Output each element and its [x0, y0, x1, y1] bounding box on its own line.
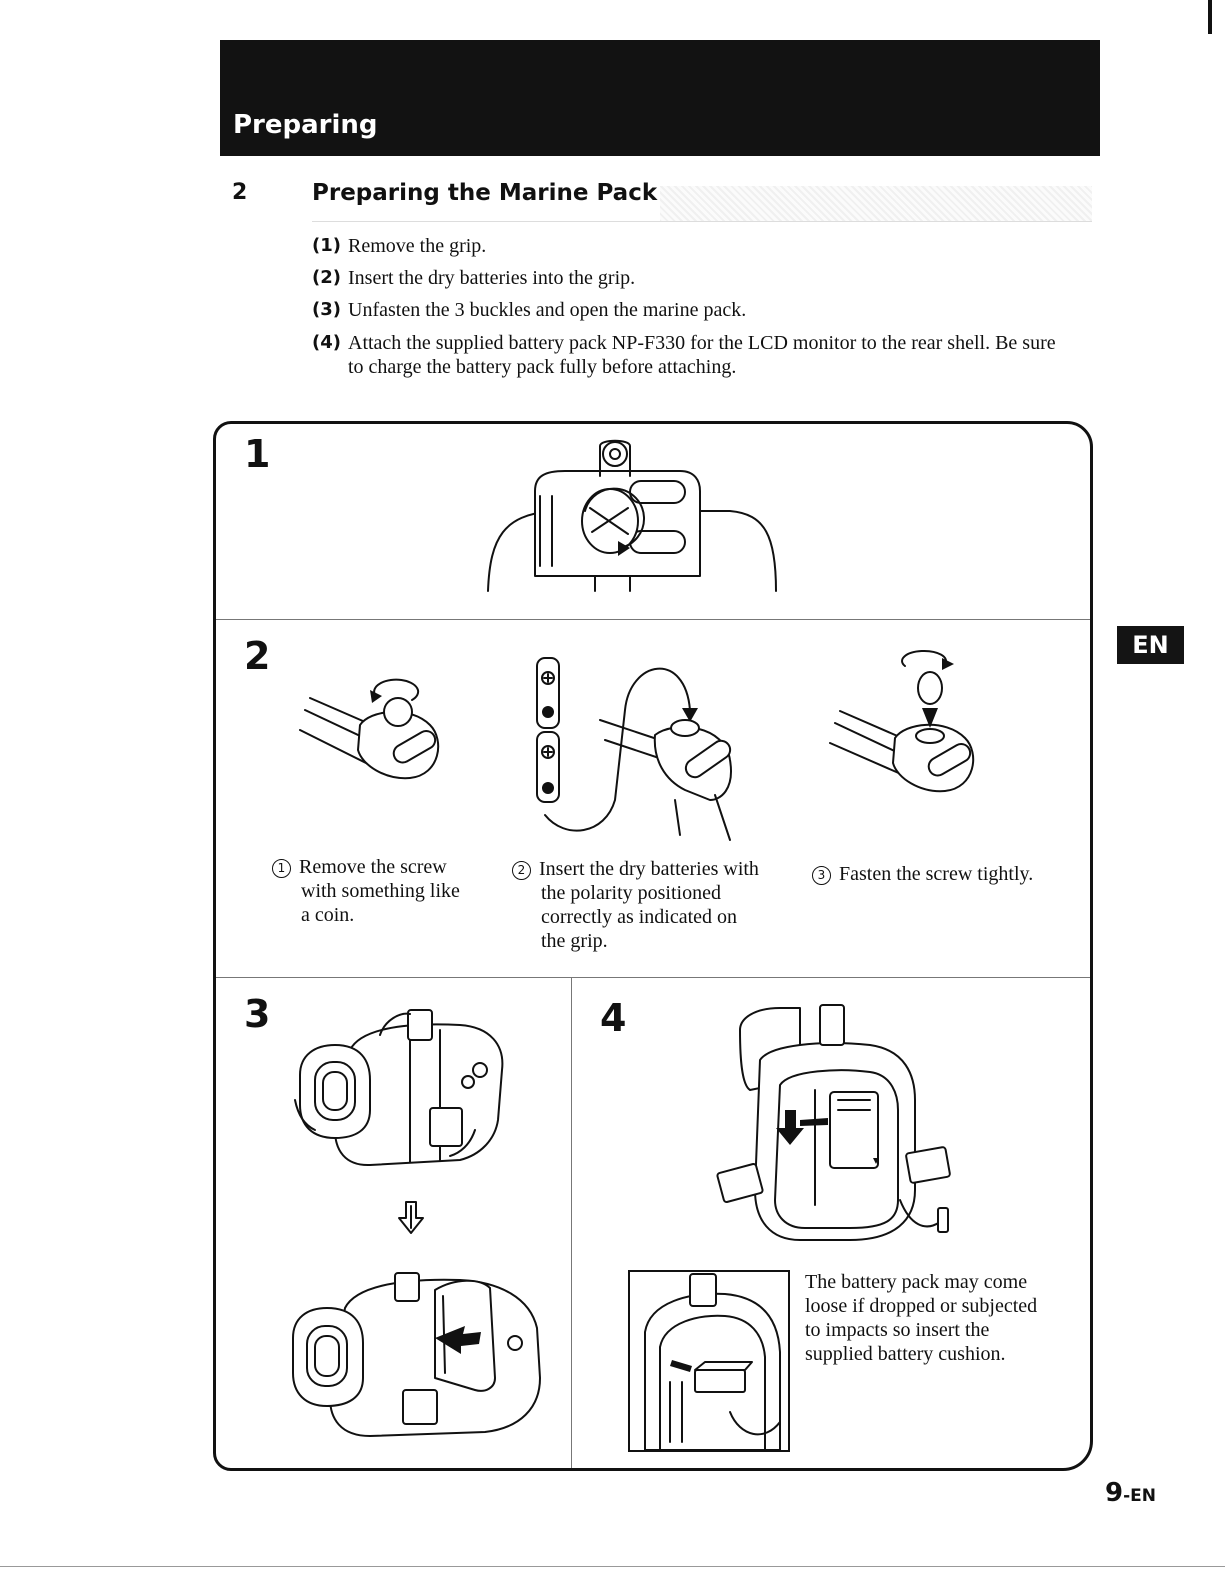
attach-battery-illustration — [716, 1004, 951, 1241]
panel-1-number: 1 — [244, 432, 271, 476]
page-number: 9-EN — [1105, 1478, 1156, 1508]
panel-2-number: 2 — [244, 634, 271, 678]
fasten-screw-illustration — [829, 649, 975, 793]
panel-divider-vertical — [571, 977, 572, 1468]
caption-line: the polarity positioned — [541, 882, 721, 904]
sub-step-2-caption: 2 Insert the dry batteries with the polar… — [512, 857, 802, 953]
open-marine-pack-illustration — [292, 1272, 541, 1437]
step-item: (4) Attach the supplied battery pack NP-… — [312, 326, 1072, 379]
section-rule — [312, 221, 1092, 222]
sub-step-number: 3 — [812, 866, 831, 885]
remove-grip-illustration — [487, 439, 777, 592]
panel-divider — [216, 619, 1090, 620]
section-title: Preparing the Marine Pack — [312, 180, 658, 206]
caption-line: a coin. — [301, 904, 355, 926]
page-edge-mark — [1208, 0, 1212, 34]
title-shading — [660, 186, 1092, 222]
step-list: (1) Remove the grip. (2) Insert the dry … — [312, 230, 1072, 379]
instruction-frame — [213, 421, 1093, 1471]
section-number: 2 — [232, 180, 248, 205]
page-number-suffix: -EN — [1123, 1486, 1156, 1506]
battery-cushion-illustration — [644, 1273, 781, 1450]
step-number: (3) — [312, 299, 341, 320]
sub-step-1-caption: 1 Remove the screw with something like a … — [272, 855, 502, 927]
battery-cushion-inset — [628, 1270, 790, 1452]
battery-note: The battery pack may come loose if dropp… — [805, 1271, 1038, 1365]
language-tab: EN — [1117, 626, 1184, 664]
caption-line: Remove the screw — [299, 856, 447, 878]
step-item: (1) Remove the grip. — [312, 230, 1072, 262]
header-title: Preparing — [233, 110, 378, 140]
caption-line: with something like — [301, 880, 460, 902]
step-item: (3) Unfasten the 3 buckles and open the … — [312, 294, 1072, 326]
unfasten-buckles-illustration — [294, 1009, 504, 1167]
sub-step-number: 2 — [512, 861, 531, 880]
step-number: (4) — [312, 332, 341, 353]
caption-line: Insert the dry batteries with — [539, 858, 759, 880]
insert-batteries-illustration — [536, 657, 732, 841]
caption-line: correctly as indicated on — [541, 906, 738, 928]
step-text: Unfasten the 3 buckles and open the mari… — [348, 299, 747, 321]
bottom-edge-line — [0, 1566, 1225, 1567]
remove-screw-illustration — [299, 678, 440, 780]
step-text: Remove the grip. — [348, 235, 487, 257]
sub-step-3-caption: 3 Fasten the screw tightly. — [812, 862, 1082, 886]
step-item: (2) Insert the dry batteries into the gr… — [312, 262, 1072, 294]
step-text: Attach the supplied battery pack NP-F330… — [348, 332, 1056, 378]
caption-line: the grip. — [541, 930, 608, 952]
page-number-main: 9 — [1105, 1478, 1124, 1508]
step-text: Insert the dry batteries into the grip. — [348, 267, 636, 289]
caption-line: Fasten the screw tightly. — [839, 863, 1034, 885]
step-number: (2) — [312, 267, 341, 288]
step-number: (1) — [312, 235, 341, 256]
header-bar: Preparing — [220, 40, 1100, 156]
down-arrow-icon — [398, 1201, 424, 1234]
panel-4-number: 4 — [600, 996, 627, 1040]
sub-step-number: 1 — [272, 859, 291, 878]
panel-3-number: 3 — [244, 992, 271, 1036]
panel-divider — [216, 977, 1090, 978]
